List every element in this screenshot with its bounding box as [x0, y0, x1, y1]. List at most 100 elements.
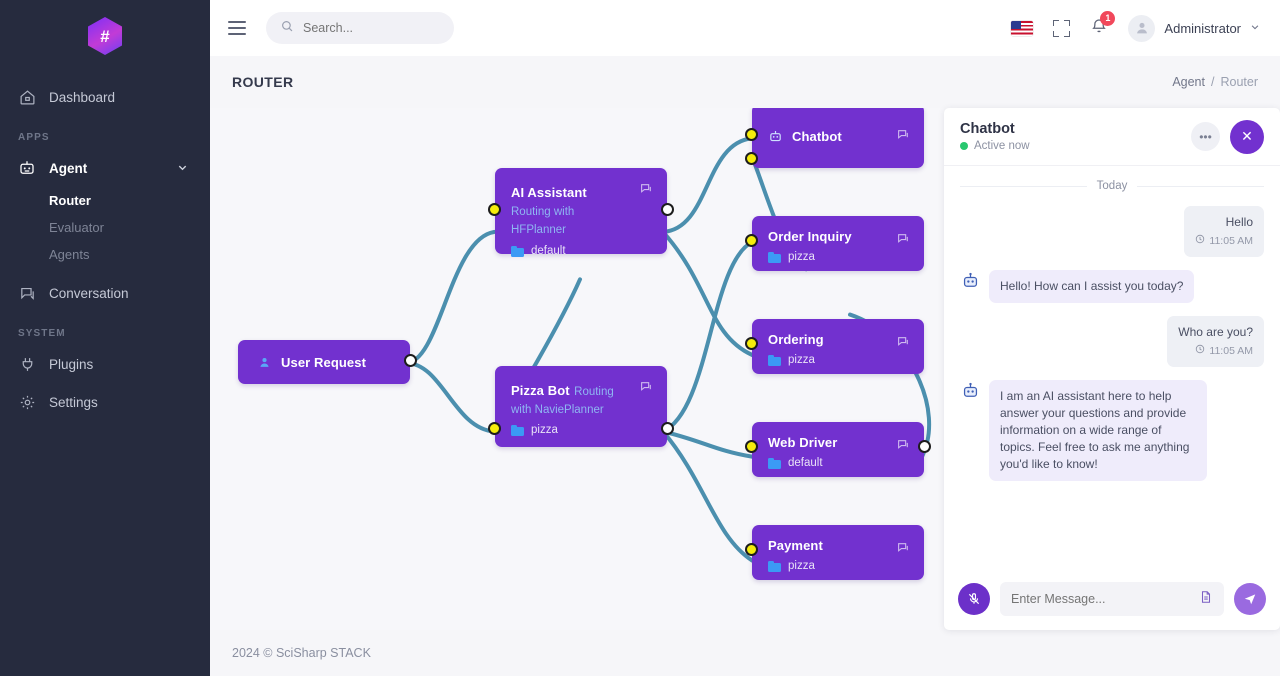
node-pizza-bot[interactable]: Pizza Bot Routing with NaviePlanner pizz…: [488, 366, 674, 447]
sidebar-nav: Dashboard APPS Agent Router Evaluator Ag…: [0, 78, 210, 421]
chat-message-incoming: I am an AI assistant here to help answer…: [960, 379, 1264, 482]
breadcrumb: Agent / Router: [1172, 75, 1258, 89]
message-time-label: 11:05 AM: [1209, 345, 1253, 357]
top-bar: 1 Administrator: [210, 0, 1280, 56]
user-menu[interactable]: Administrator: [1128, 14, 1260, 42]
folder-icon: [768, 560, 781, 572]
node-handle-in-secondary[interactable]: [745, 152, 758, 165]
fullscreen-icon[interactable]: [1053, 19, 1071, 37]
robot-icon: [768, 129, 783, 144]
chat-icon: [18, 284, 36, 302]
sidebar-section-system: SYSTEM: [18, 328, 66, 339]
node-ordering[interactable]: Ordering pizza: [745, 319, 924, 374]
node-handle-out[interactable]: [661, 422, 674, 435]
sidebar-item-label: Agent: [49, 160, 88, 176]
sidebar-subitem-label: Evaluator: [49, 220, 104, 235]
chat-header-text: Chatbot Active now: [960, 121, 1030, 152]
edge-userrequest-aiassistant: [404, 229, 496, 365]
chat-message-incoming: Hello! How can I assist you today?: [960, 269, 1264, 303]
node-handle-in[interactable]: [745, 128, 758, 141]
folder-icon: [511, 245, 524, 257]
sidebar-item-dashboard[interactable]: Dashboard: [0, 78, 210, 116]
sidebar-item-router[interactable]: Router: [0, 187, 210, 214]
sidebar-item-agents[interactable]: Agents: [0, 241, 210, 268]
node-handle-in[interactable]: [745, 234, 758, 247]
file-icon[interactable]: [1199, 590, 1213, 609]
clock-icon: [1195, 344, 1205, 359]
node-title: Pizza Bot: [511, 383, 570, 398]
node-title: AI Assistant: [511, 185, 587, 200]
sidebar-item-plugins[interactable]: Plugins: [0, 345, 210, 383]
node-chatbot[interactable]: Chatbot: [745, 108, 924, 168]
node-handle-out[interactable]: [404, 354, 417, 367]
node-tag: pizza: [768, 354, 910, 366]
gear-icon: [18, 393, 36, 411]
chat-bubble-icon[interactable]: [897, 541, 910, 559]
flow-canvas[interactable]: User Request AI Assistant Routing with H…: [210, 108, 944, 630]
node-handle-in[interactable]: [745, 543, 758, 556]
node-handle-out[interactable]: [661, 203, 674, 216]
send-icon[interactable]: [1234, 583, 1266, 615]
chat-bubble-icon[interactable]: [640, 380, 653, 398]
message-text: Hello: [1225, 215, 1253, 229]
chat-bubble-icon[interactable]: [897, 232, 910, 250]
message-input[interactable]: [1011, 592, 1191, 606]
folder-icon: [768, 354, 781, 366]
chat-message-outgoing: Hello 11:05 AM: [960, 206, 1264, 257]
node-web-driver[interactable]: Web Driver default: [745, 422, 931, 477]
chat-status-label: Active now: [974, 140, 1030, 152]
chat-bubble-icon[interactable]: [897, 335, 910, 353]
search-input[interactable]: [303, 21, 433, 35]
folder-icon: [768, 251, 781, 263]
message-bubble: Hello! How can I assist you today?: [989, 269, 1195, 303]
node-tag-label: default: [788, 457, 823, 469]
bell-icon[interactable]: 1: [1090, 10, 1116, 40]
sidebar-item-settings[interactable]: Settings: [0, 383, 210, 421]
chat-close-button[interactable]: ✕: [1230, 119, 1264, 154]
edge-pizzabot-webdriver: [661, 429, 754, 459]
clock-icon: [1195, 234, 1205, 249]
edge-aiassistant-ordering: [661, 229, 754, 357]
chat-title: Chatbot: [960, 121, 1015, 137]
sidebar-item-agent[interactable]: Agent: [0, 149, 210, 187]
microphone-muted-icon[interactable]: [958, 583, 990, 615]
hamburger-icon[interactable]: [228, 21, 246, 35]
node-handle-in[interactable]: [745, 440, 758, 453]
node-payment[interactable]: Payment pizza: [745, 525, 924, 580]
us-flag-icon[interactable]: [1011, 20, 1034, 36]
edge-aiassistant-chatbot: [661, 136, 754, 234]
node-title-row: AI Assistant Routing with HFPlanner: [511, 184, 653, 238]
search-box[interactable]: [266, 12, 454, 44]
node-user-request[interactable]: User Request: [238, 340, 417, 384]
chevron-down-icon[interactable]: [1250, 19, 1260, 37]
breadcrumb-parent[interactable]: Agent: [1172, 75, 1205, 89]
node-handle-in[interactable]: [488, 203, 501, 216]
breadcrumb-separator: /: [1210, 75, 1215, 89]
brand-logo[interactable]: #: [0, 8, 210, 64]
message-time: 11:05 AM: [1195, 234, 1253, 249]
chat-bubble-icon[interactable]: [897, 438, 910, 456]
node-tag-label: default: [531, 245, 566, 257]
message-time-label: 11:05 AM: [1209, 235, 1253, 248]
chevron-down-icon[interactable]: [177, 161, 188, 176]
node-ai-assistant[interactable]: AI Assistant Routing with HFPlanner defa…: [488, 168, 674, 257]
node-handle-out[interactable]: [918, 440, 931, 453]
message-bubble: I am an AI assistant here to help answer…: [989, 379, 1207, 482]
message-input-wrap[interactable]: [1000, 582, 1224, 616]
chat-more-button[interactable]: •••: [1191, 122, 1220, 151]
node-tag: default: [768, 457, 910, 469]
chat-bubble-icon[interactable]: [897, 128, 910, 146]
chat-day-label: Today: [1096, 180, 1128, 192]
chat-bubble-icon[interactable]: [640, 182, 653, 200]
node-order-inquiry[interactable]: Order Inquiry pizza: [745, 216, 924, 271]
sidebar-item-conversation[interactable]: Conversation: [0, 274, 210, 312]
sidebar-item-label: Conversation: [49, 285, 129, 301]
node-tag-label: pizza: [788, 251, 815, 263]
sidebar-item-evaluator[interactable]: Evaluator: [0, 214, 210, 241]
node-handle-in[interactable]: [488, 422, 501, 435]
node-handle-in[interactable]: [745, 337, 758, 350]
edge-pizzabot-payment: [661, 429, 754, 563]
node-tag: pizza: [768, 251, 910, 263]
node-subtitle: Routing with NaviePlanner: [511, 386, 614, 416]
